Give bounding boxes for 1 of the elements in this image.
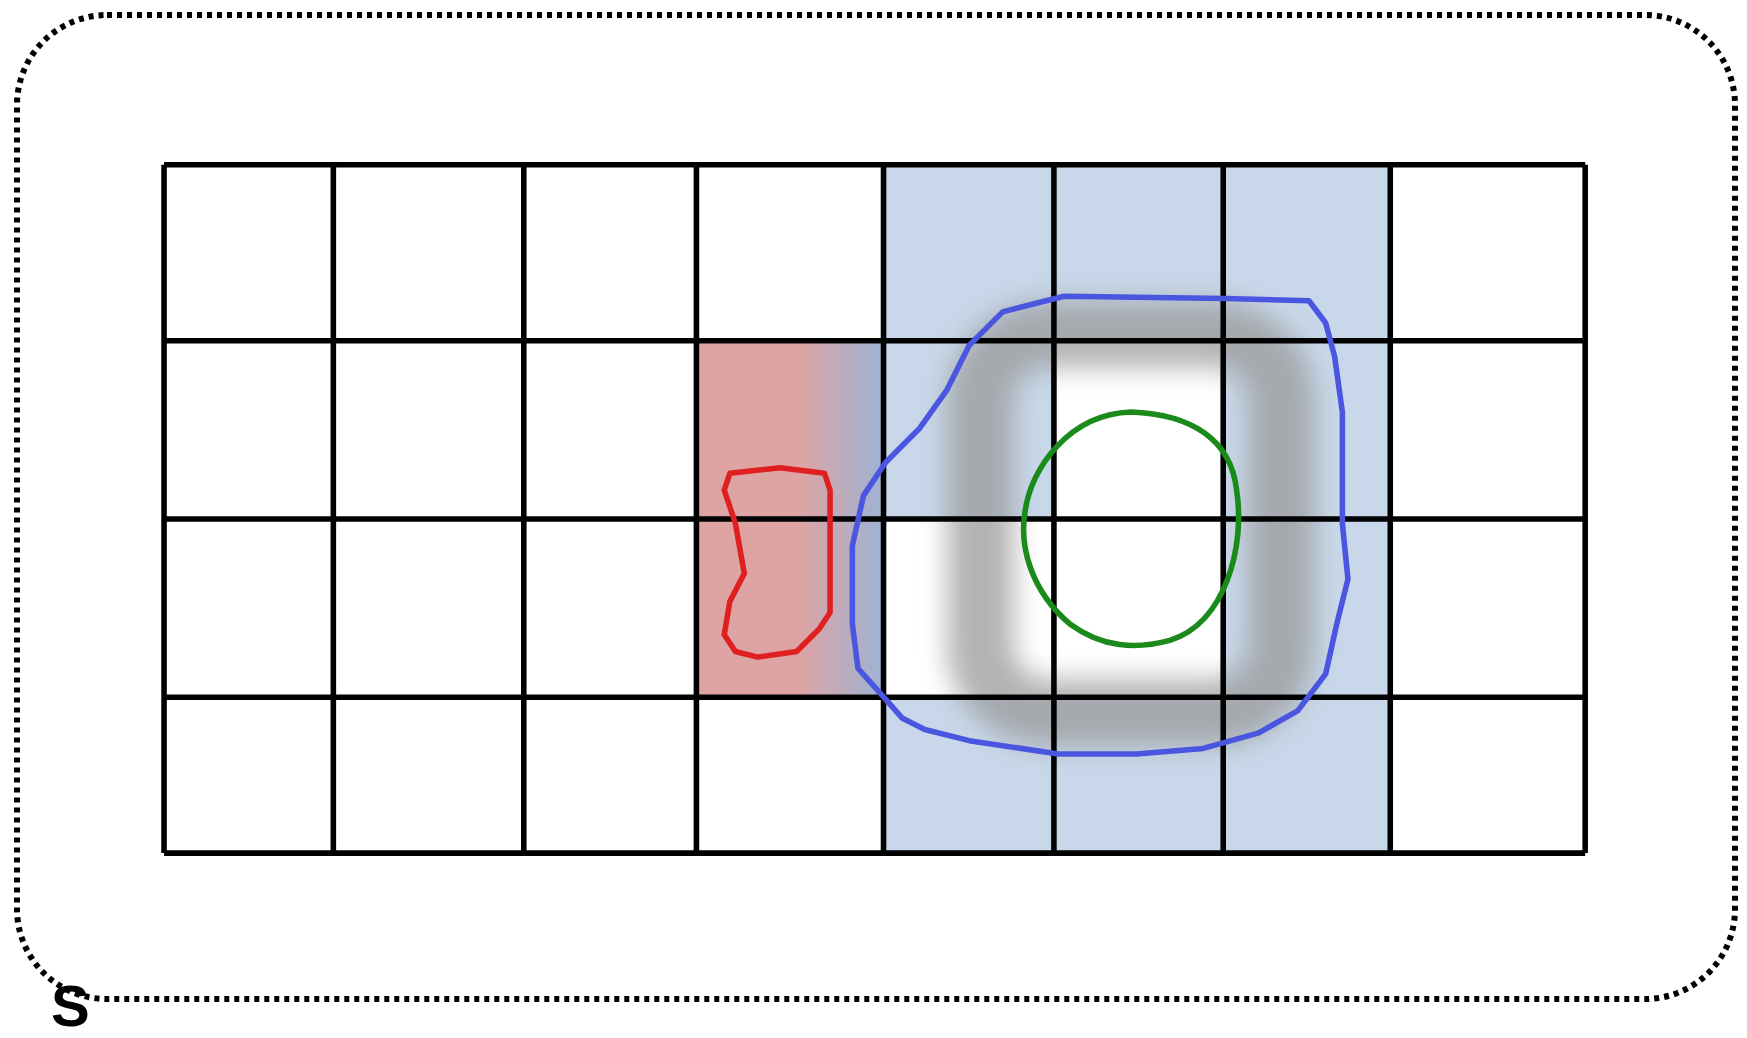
region-label: S — [51, 977, 90, 1035]
